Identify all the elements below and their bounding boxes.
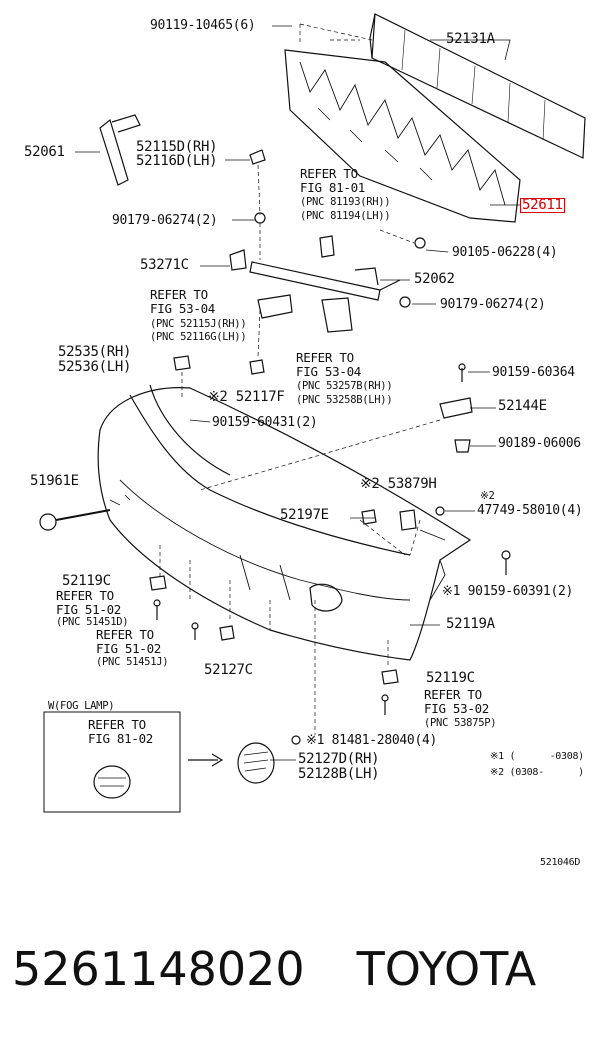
label-81481-28040: ※1 81481-28040(4) xyxy=(306,733,438,748)
refer-51-02-a-line1: REFER TO xyxy=(56,588,114,603)
label-90119-10465: 90119-10465(6) xyxy=(150,18,256,33)
label-52119c-left: 52119C xyxy=(62,573,111,589)
refer-51-02-a-line3: (PNC 51451D) xyxy=(56,616,129,628)
label-52119c-right: 52119C xyxy=(426,670,475,686)
refer-53-04-line2: FIG 53-04 xyxy=(150,301,216,316)
part-caption: 5261148020 TOYOTA xyxy=(12,938,592,1000)
fog-lamp-box-title: W(FOG LAMP) xyxy=(48,700,115,712)
parts-diagram: 90119-10465(6) 52131A 52061 52115D(RH) 5… xyxy=(24,13,586,868)
label-47749-58010: 47749-58010(4) xyxy=(477,503,583,518)
refer-53-04-line1: REFER TO xyxy=(150,287,208,302)
bumper-exploded-view xyxy=(39,13,586,813)
label-90159-60391: ※1 90159-60391(2) xyxy=(442,584,574,599)
refer-53-04b-line2: FIG 53-04 xyxy=(296,364,362,379)
refer-53-02-line1: REFER TO xyxy=(424,687,482,702)
footnote-1: ※1 ( -0308) xyxy=(490,751,584,762)
label-52116d: 52116D(LH) xyxy=(136,153,218,169)
label-52197e: 52197E xyxy=(280,507,329,523)
refer-53-02-line3: (PNC 53875P) xyxy=(424,717,497,729)
refer-53-04b-line3: (PNC 53257B(RH)) xyxy=(296,380,393,392)
label-52062: 52062 xyxy=(414,271,455,287)
label-52061: 52061 xyxy=(24,144,65,160)
label-53879h: ※2 53879H xyxy=(360,476,437,492)
label-90189-06006: 90189-06006 xyxy=(498,436,581,451)
refer-81-01-line2: FIG 81-01 xyxy=(300,180,366,195)
label-52611-highlighted: 52611 xyxy=(520,197,565,213)
label-52128b: 52128B(LH) xyxy=(298,766,380,782)
label-52127c: 52127C xyxy=(204,662,253,678)
label-90159-60431: 90159-60431(2) xyxy=(212,415,318,430)
part-number: 5261148020 xyxy=(12,942,305,996)
label-52115d: 52115D(RH) xyxy=(136,139,218,155)
refer-51-02-b-line1: REFER TO xyxy=(96,627,154,642)
refer-53-04b-line4: (PNC 53258B(LH)) xyxy=(296,394,393,406)
label-52119a: 52119A xyxy=(446,616,495,632)
figure-code: 521046D xyxy=(540,857,581,868)
refer-51-02-a-line2: FIG 51-02 xyxy=(56,602,122,617)
label-90105-06228: 90105-06228(4) xyxy=(452,245,558,260)
label-90159-60364: 90159-60364 xyxy=(492,365,575,380)
label-51961e: 51961E xyxy=(30,473,79,489)
label-90179-06274-b: 90179-06274(2) xyxy=(440,297,546,312)
refer-51-02-b-line3: (PNC 51451J) xyxy=(96,656,169,668)
refer-53-04-line3: (PNC 52115J(RH)) xyxy=(150,318,247,330)
refer-81-02-line2: FIG 81-02 xyxy=(88,731,154,746)
refer-53-04b-line1: REFER TO xyxy=(296,350,354,365)
refer-81-02-line1: REFER TO xyxy=(88,717,146,732)
label-52127d: 52127D(RH) xyxy=(298,751,380,767)
label-53271c: 53271C xyxy=(140,257,189,273)
refer-53-02-line2: FIG 53-02 xyxy=(424,701,490,716)
label-90179-06274-a: 90179-06274(2) xyxy=(112,213,218,228)
label-47749-mark: ※2 xyxy=(480,490,495,502)
label-52536: 52536(LH) xyxy=(58,359,132,375)
refer-81-01-line4: (PNC 81194(LH)) xyxy=(300,210,391,222)
refer-81-01-line1: REFER TO xyxy=(300,166,358,181)
refer-53-04-line4: (PNC 52116G(LH)) xyxy=(150,331,247,343)
label-52535: 52535(RH) xyxy=(58,344,132,360)
refer-81-01-line3: (PNC 81193(RH)) xyxy=(300,196,391,208)
label-52117f: ※2 52117F xyxy=(208,389,285,405)
footnote-2: ※2 (0308- ) xyxy=(490,767,584,778)
refer-51-02-b-line2: FIG 51-02 xyxy=(96,641,162,656)
label-52131a: 52131A xyxy=(446,31,495,47)
brand-name: TOYOTA xyxy=(356,942,537,996)
label-52144e: 52144E xyxy=(498,398,547,414)
